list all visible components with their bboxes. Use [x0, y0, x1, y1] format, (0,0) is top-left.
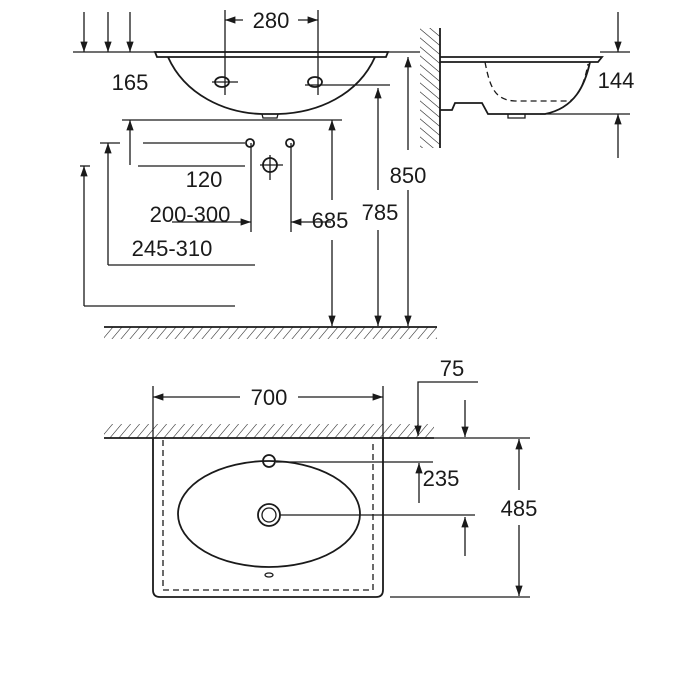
underside-height-label: 785	[362, 200, 399, 225]
bottom-height-label: 685	[312, 208, 349, 233]
tap-hole	[307, 76, 323, 88]
wall-hatch	[104, 424, 434, 438]
side-rim	[440, 56, 604, 63]
valve-spacing-label: 120	[186, 167, 223, 192]
basin-outline	[152, 438, 384, 598]
tap-to-drain-label: 235	[423, 466, 460, 491]
floor-hatch	[104, 327, 437, 339]
basin-bowl	[167, 56, 376, 115]
rim-height-label: 850	[390, 163, 427, 188]
basin-rim	[153, 51, 390, 58]
drain	[257, 503, 281, 527]
side-bowl	[440, 61, 591, 115]
side-view: 144	[420, 12, 634, 158]
side-bowl-hidden	[484, 61, 589, 102]
valve-connection	[245, 138, 255, 148]
wall-hatch	[420, 28, 440, 148]
drain-outlet	[261, 113, 279, 119]
tap-spacing-label: 280	[253, 8, 290, 33]
wall-offset-label: 75	[440, 356, 464, 381]
overflow	[264, 572, 274, 578]
bowl	[177, 460, 361, 568]
side-height-label: 144	[598, 68, 635, 93]
width-label: 700	[251, 385, 288, 410]
front-view: 280 165 120 200-300 245-310 685 785	[73, 8, 437, 339]
top-view: 700 75 235 485	[104, 356, 538, 598]
depth-label: 485	[501, 496, 538, 521]
valve-connection	[285, 138, 295, 148]
valve-height-label: 200-300	[150, 202, 231, 227]
basin-depth-label: 165	[112, 70, 149, 95]
drain-height-label: 245-310	[132, 236, 213, 261]
